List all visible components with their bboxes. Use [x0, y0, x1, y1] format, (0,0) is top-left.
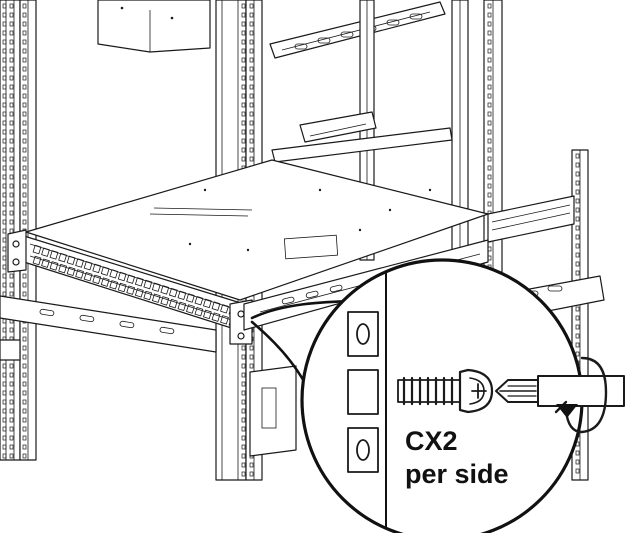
mounting-screw-icon [397, 368, 494, 414]
shelf-top-panel [25, 159, 489, 301]
per-side-label: per side [405, 459, 509, 489]
top-storage-box [97, 0, 211, 53]
quantity-label: CX2 [405, 426, 458, 456]
upper-right-rail [269, 1, 446, 59]
phillips-screwdriver-icon [495, 375, 625, 407]
clockwise-rotation-arrow-icon [554, 356, 608, 434]
lower-rack-rail [0, 295, 297, 457]
rack-ear-hole-icon [347, 311, 379, 473]
